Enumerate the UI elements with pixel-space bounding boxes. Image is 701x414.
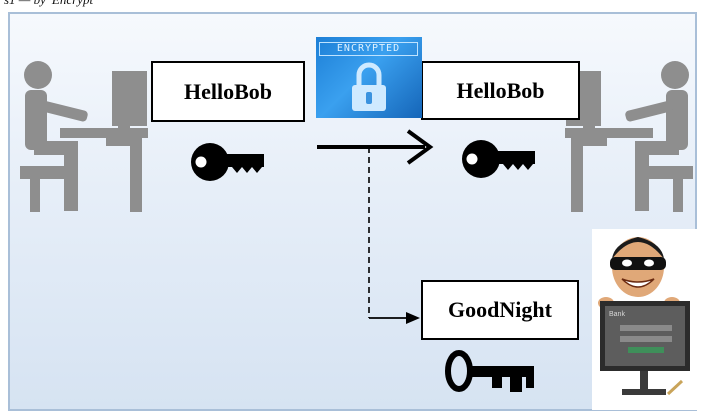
receiver-message-box: HelloBob: [421, 61, 580, 120]
sender-message-text: HelloBob: [183, 78, 272, 104]
attacker-key-icon: [445, 350, 534, 392]
attacker-message-text: GoodNight: [448, 297, 552, 322]
attacker-message-box: GoodNight: [421, 280, 579, 340]
encrypted-image: ENCRYPTED: [316, 37, 422, 118]
attacker-image: Bank: [592, 229, 697, 410]
padlock-icon: [352, 62, 386, 111]
transmission-arrow-head: [406, 129, 434, 165]
sender-key-icon: [191, 143, 264, 181]
masked-hacker-icon: Bank: [598, 237, 690, 396]
interception-arrow-head: [406, 312, 420, 324]
caption-text: s1 — by 'Encrypt: [4, 0, 93, 8]
sender-message-box: HelloBob: [151, 61, 305, 122]
monitor-label: Bank: [609, 311, 625, 318]
receiver-key-icon: [462, 140, 535, 178]
encrypted-label: ENCRYPTED: [319, 42, 418, 56]
sender-person-icon: [20, 61, 148, 212]
receiver-message-text: HelloBob: [456, 77, 545, 103]
